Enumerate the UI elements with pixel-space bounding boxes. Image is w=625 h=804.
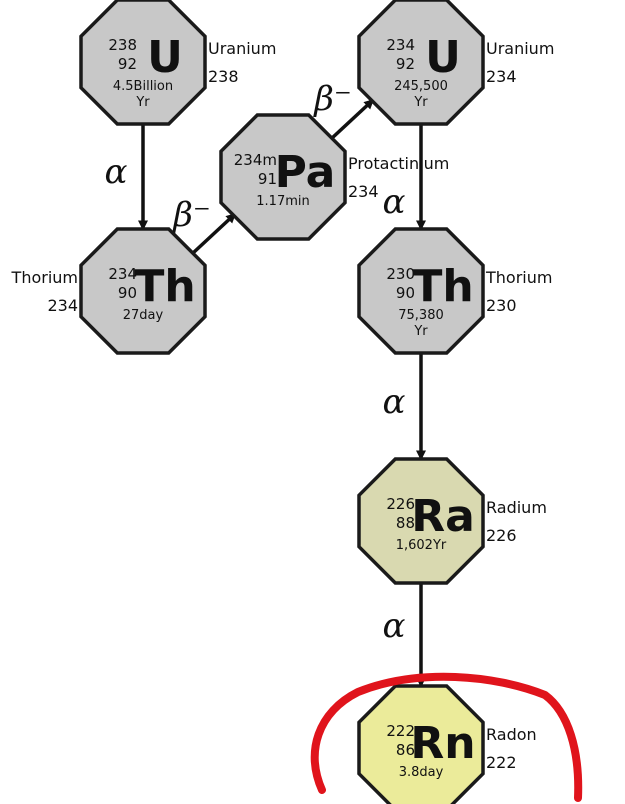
mass-number: 222 <box>386 722 415 740</box>
decay-u234-to-th230: α <box>383 124 426 231</box>
atomic-number: 86 <box>396 741 415 759</box>
decay-type-label: β⁻ <box>312 79 352 119</box>
element-name: Thorium <box>485 268 552 287</box>
half-life: Yr <box>135 95 150 110</box>
decay-type-label: α <box>383 606 406 646</box>
element-name-mass: 226 <box>486 526 517 545</box>
decay-th234-to-pa234: β⁻ <box>171 195 237 255</box>
decay-u238-to-th234: α <box>105 124 148 231</box>
element-name: Uranium <box>208 39 276 58</box>
mass-number: 234m <box>234 151 277 169</box>
nuclide-octagon <box>219 113 347 241</box>
element-name: Radon <box>486 725 537 744</box>
mass-number: 234 <box>108 265 137 283</box>
mass-number: 226 <box>386 495 415 513</box>
half-life: 245,500 <box>394 79 448 94</box>
element-name: Protactinium <box>348 154 449 173</box>
red-highlight-stroke <box>310 672 583 802</box>
nuclide-octagon <box>79 0 207 126</box>
element-symbol: Th <box>134 261 195 312</box>
nuclide-octagon <box>357 0 485 126</box>
atomic-number: 90 <box>396 284 415 302</box>
decay-type-label: α <box>383 382 406 422</box>
element-name-mass: 230 <box>486 296 517 315</box>
half-life: 27day <box>123 308 164 323</box>
decay-type-label: β⁻ <box>171 195 211 235</box>
half-life: Yr <box>413 95 428 110</box>
nuclide-octagon <box>357 684 485 804</box>
element-symbol: U <box>425 32 461 83</box>
atomic-number: 88 <box>396 514 415 532</box>
element-name: Uranium <box>486 39 554 58</box>
atomic-number: 92 <box>118 55 137 73</box>
element-name: Radium <box>486 498 547 517</box>
atomic-number: 91 <box>258 170 277 188</box>
decay-arrows: α β⁻ β⁻ α α α <box>105 79 426 688</box>
element-symbol: Ra <box>411 491 475 542</box>
element-name-mass: 238 <box>208 67 239 86</box>
decay-pa234-to-u234: β⁻ <box>312 79 375 141</box>
mass-number: 238 <box>108 36 137 54</box>
atomic-number: 92 <box>396 55 415 73</box>
half-life: 3.8day <box>399 765 444 780</box>
decay-arrow <box>191 212 237 255</box>
decay-th230-to-ra226: α <box>383 353 426 461</box>
atomic-number: 90 <box>118 284 137 302</box>
half-life: 1.17min <box>256 194 309 209</box>
mass-number: 234 <box>386 36 415 54</box>
decay-type-label: α <box>383 182 406 222</box>
nuclide-octagon <box>357 457 485 585</box>
element-name-mass: 234 <box>348 182 379 201</box>
element-name-mass: 234 <box>486 67 517 86</box>
half-life: Yr <box>413 324 428 339</box>
nuclide-octagon <box>79 227 207 355</box>
mass-number: 230 <box>386 265 415 283</box>
decay-ra226-to-rn222: α <box>383 583 426 688</box>
half-life: 1,602Yr <box>396 538 447 553</box>
nuclide-octagon <box>357 227 485 355</box>
half-life: 4.5Billion <box>113 79 173 94</box>
decay-type-label: α <box>105 152 128 192</box>
element-symbol: Rn <box>410 718 475 769</box>
element-name-mass: 234 <box>47 296 78 315</box>
element-name: Thorium <box>11 268 78 287</box>
half-life: 75,380 <box>398 308 444 323</box>
element-name-mass: 222 <box>486 753 517 772</box>
element-symbol: Th <box>412 261 473 312</box>
decay-arrow <box>329 98 375 141</box>
element-symbol: Pa <box>275 147 336 198</box>
element-symbol: U <box>147 32 183 83</box>
